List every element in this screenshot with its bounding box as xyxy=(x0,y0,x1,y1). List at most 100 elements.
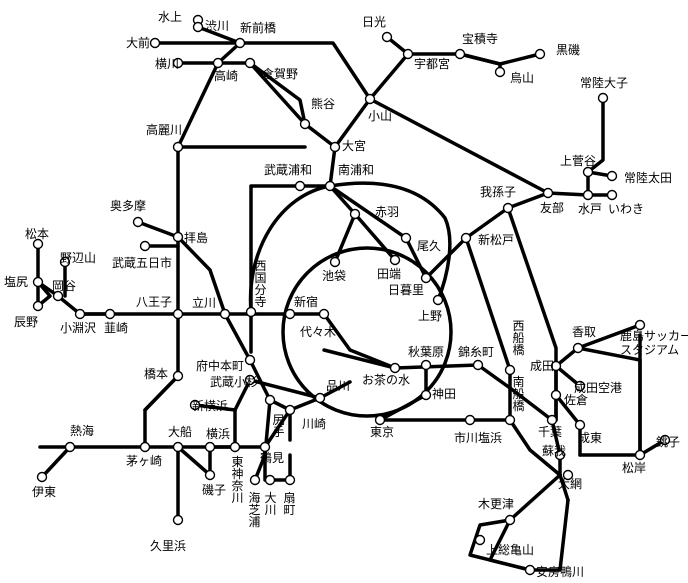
station-umishibaura xyxy=(249,474,261,486)
label-okawa: 大川 xyxy=(264,491,277,517)
station-awakamogawa xyxy=(524,564,536,576)
station-ochanomizu xyxy=(389,362,401,374)
station-nobeyama xyxy=(59,256,71,268)
station-shinjuku xyxy=(284,308,296,320)
station-kobuchizawa xyxy=(74,308,86,320)
label-nishikokubunji: 西国分寺 xyxy=(254,259,267,309)
station-tsurumi xyxy=(259,441,271,453)
station-omiya xyxy=(329,141,341,153)
label-kanda: 神田 xyxy=(432,387,457,401)
line-saikyo xyxy=(298,184,357,264)
label-stadium: スタジアム xyxy=(620,343,680,357)
station-nishikokubunji xyxy=(245,306,257,318)
station-shibukawa xyxy=(192,21,204,33)
label-abiko: 我孫子 xyxy=(480,185,517,199)
label-isogo: 磯子 xyxy=(202,483,227,497)
line-oku-nippori xyxy=(404,236,428,280)
label-kinshicho: 錦糸町 xyxy=(458,345,495,359)
station-ito xyxy=(36,471,48,483)
line-akabane-oku xyxy=(328,184,408,240)
station-yokokawa xyxy=(172,57,184,69)
station-chigasaki xyxy=(139,441,151,453)
label-umishibaura: 海芝浦 xyxy=(248,491,261,529)
station-mito xyxy=(582,189,594,201)
label-ikebukuro: 池袋 xyxy=(322,269,347,283)
line-yokohama xyxy=(208,378,252,449)
label-oku: 尾久 xyxy=(417,239,442,253)
station-shinyokohama xyxy=(189,399,201,411)
label-nippori: 日暮里 xyxy=(388,283,425,297)
station-tomobe xyxy=(542,187,554,199)
label-yoyogi: 代々木 xyxy=(300,325,337,339)
label-shiojiri: 塩尻 xyxy=(4,275,29,289)
label-oami: 大網 xyxy=(558,477,583,491)
station-shinmatsudo xyxy=(460,232,472,244)
line-tsurumi-branch xyxy=(263,445,292,482)
station-markers xyxy=(32,14,671,576)
line-narita-airport xyxy=(554,364,582,388)
line-haijima-tachikawa xyxy=(176,235,227,316)
station-kinshicho xyxy=(472,359,484,371)
label-choshi: 銚子 xyxy=(656,435,681,449)
station-oyama xyxy=(364,93,376,105)
station-matsugishi xyxy=(634,449,646,461)
label-kuragano: 倉賀野 xyxy=(262,67,299,81)
line-takasaki-kuragano xyxy=(216,61,337,149)
label-kurihama: 久里浜 xyxy=(150,539,187,553)
label-shinagawa: 品川 xyxy=(326,379,351,393)
line-yokokawa xyxy=(176,41,242,65)
station-soga xyxy=(554,449,566,461)
station-nirasaki xyxy=(104,308,116,320)
label-omiya: 大宮 xyxy=(342,139,367,153)
label-kazusakameyama: 上総亀山 xyxy=(486,543,535,557)
musashino-loop xyxy=(248,181,452,314)
station-iwaki xyxy=(606,189,618,201)
line-musashikosugi xyxy=(248,378,322,400)
label-chiba: 千葉 xyxy=(538,425,563,439)
label-shinmaebashi: 新前橋 xyxy=(240,21,277,35)
station-abiko xyxy=(502,202,514,214)
line-hitachi xyxy=(546,96,605,197)
label-tabata: 田端 xyxy=(377,267,402,281)
line-hashimoto xyxy=(143,374,180,412)
line-okutama xyxy=(136,220,180,239)
label-kobuchizawa: 小淵沢 xyxy=(60,321,97,335)
station-omae xyxy=(149,37,161,49)
label-higashikanagawa: 東神奈川 xyxy=(231,455,244,505)
station-choshi xyxy=(659,434,671,446)
line-oyama-tomobe xyxy=(368,97,550,195)
station-nishifunabashi xyxy=(504,364,516,376)
station-kawasaki xyxy=(284,404,296,416)
station-kazusakameyama xyxy=(474,534,486,546)
station-ofuna xyxy=(172,441,184,453)
label-nirasaki: 韮崎 xyxy=(104,321,129,335)
station-naritaairport xyxy=(574,380,586,392)
station-chiba xyxy=(546,414,558,426)
line-shinyokohama xyxy=(193,403,237,412)
label-yokokawa: 横川 xyxy=(155,57,180,71)
label-ichikawashiohama: 市川塩浜 xyxy=(454,431,503,445)
label-akabane: 赤羽 xyxy=(375,205,400,219)
station-tatsuno xyxy=(32,300,44,312)
label-tatsuno: 辰野 xyxy=(14,315,39,329)
line-akabane-tabata xyxy=(353,212,397,262)
line-ofuna-isogo xyxy=(176,445,212,477)
station-kisarazu xyxy=(504,514,516,526)
label-fuchuhommachi: 府中本町 xyxy=(196,359,245,373)
station-hachioji xyxy=(172,308,184,320)
label-itsukaichi: 武蔵五日市 xyxy=(112,256,173,270)
station-ueno xyxy=(432,294,444,306)
line-shibukawa-omae xyxy=(196,25,372,101)
label-komagawa: 高麗川 xyxy=(146,123,183,137)
station-akihabara xyxy=(420,359,432,371)
station-fuchuhommachi xyxy=(244,354,256,366)
label-minamifunabashi: 南船橋 xyxy=(512,375,525,413)
label-nishifunabashi: 西船橋 xyxy=(512,319,525,357)
station-karasuyama xyxy=(494,66,506,78)
label-hashimoto: 橋本 xyxy=(144,367,169,381)
label-awakamogawa: 安房鴨川 xyxy=(536,565,585,579)
station-sakura xyxy=(550,389,562,401)
station-kurihama xyxy=(172,514,184,526)
station-higashikanagawa xyxy=(229,441,241,453)
